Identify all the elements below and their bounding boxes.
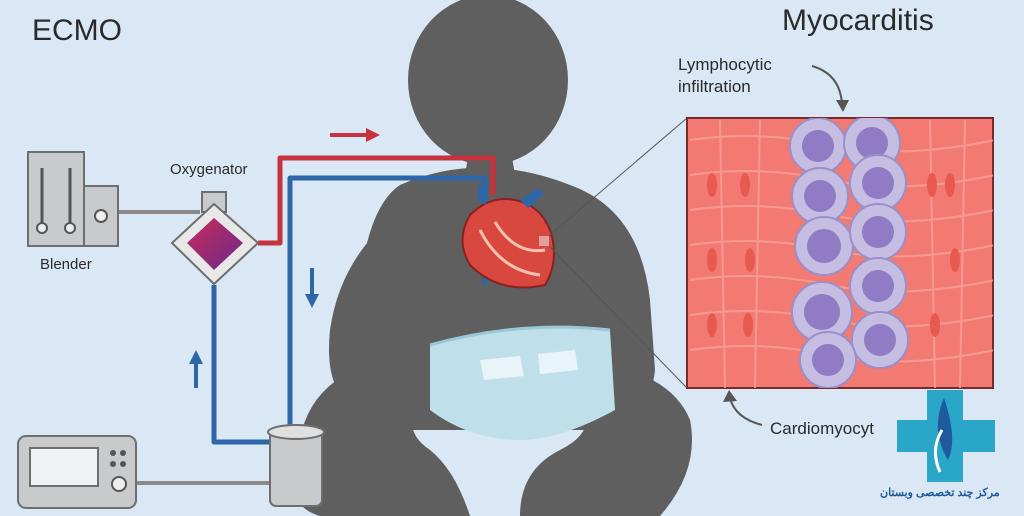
myocardium-tissue-panel (686, 117, 994, 389)
lymphocyte-cell (794, 216, 854, 276)
lymphocytic-label-line1: Lymphocytic (678, 55, 772, 74)
arrow-right-icon (330, 128, 380, 142)
pump-reservoir (130, 424, 325, 507)
blender-label: Blender (40, 256, 92, 273)
lymphocyte-cell (789, 118, 847, 175)
lymphocyte-cell (799, 331, 857, 388)
cross-logo-icon (897, 390, 995, 482)
arrow-down-icon (305, 268, 319, 308)
lymphocyte-cell (849, 257, 907, 315)
myocarditis-title: Myocarditis (782, 4, 934, 37)
lymphocyte-cell (791, 281, 853, 343)
ecmo-console (17, 435, 137, 509)
lymphocytic-infiltration-label: Lymphocytic infiltration (678, 54, 772, 98)
logo-text: مرکز چند تخصصی وبستان (880, 487, 1000, 499)
lymphocyte-cell (791, 167, 849, 225)
return-tube (211, 285, 270, 445)
lymphocytes (789, 118, 909, 388)
heart-icon (461, 185, 555, 289)
lymphocyte-cell (849, 203, 907, 261)
blender-device (27, 151, 200, 247)
oxygenator-device (170, 191, 260, 286)
flow-arrows (189, 128, 380, 388)
cardiomyocyte-nuclei (707, 173, 960, 337)
ecmo-title: ECMO (32, 14, 122, 47)
oxygenator-label: Oxygenator (170, 161, 248, 178)
curved-arrow-icon (811, 65, 849, 112)
cardiomyocyte-label: Cardiomyocyt (770, 419, 874, 438)
curved-arrow-icon (723, 390, 763, 426)
lymphocyte-cell (851, 311, 909, 369)
lymphocytic-label-line2: infiltration (678, 77, 751, 96)
diaper (429, 325, 615, 440)
zoom-lines (548, 117, 688, 389)
lymphocyte-cell (849, 154, 907, 212)
oxygenated-tube (258, 155, 496, 246)
arrow-up-icon (189, 350, 203, 388)
